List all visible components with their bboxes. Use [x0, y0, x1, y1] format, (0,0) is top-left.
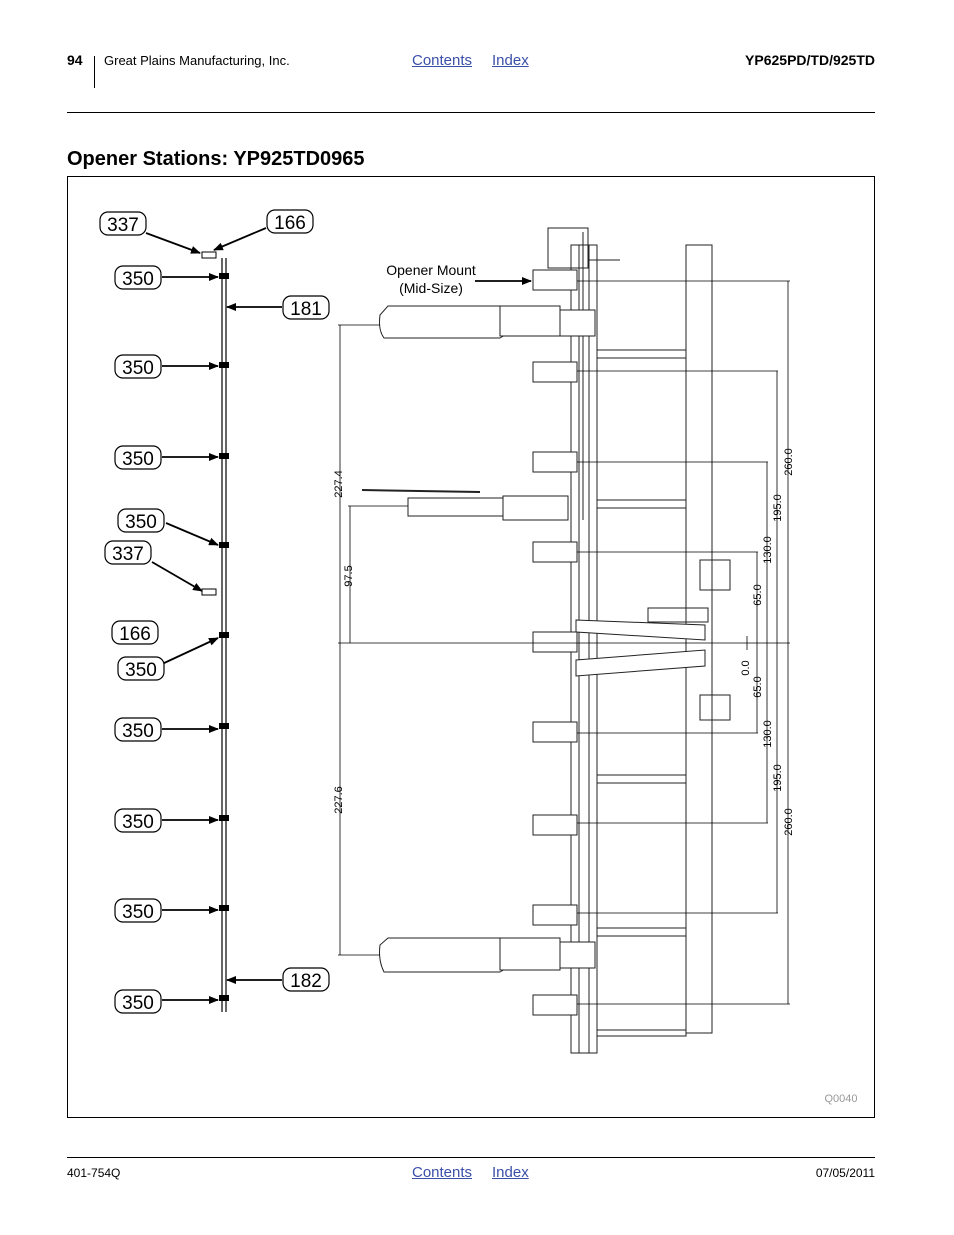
callout-350-5: 350: [117, 656, 165, 681]
page-title: Opener Stations: YP925TD0965: [67, 148, 365, 170]
opener-mount-blocks: [532, 269, 578, 1016]
doc-number: 401-754Q: [67, 1166, 121, 1180]
svg-text:195.0: 195.0: [772, 764, 784, 792]
callout-bubbles: 337 166 350 181 350 350 350 337 166 350 …: [99, 209, 330, 1014]
toolbar-frame: [547, 227, 731, 1054]
header-divider: [94, 56, 95, 88]
svg-text:337: 337: [107, 215, 139, 236]
svg-text:350: 350: [122, 269, 154, 290]
svg-text:350: 350: [122, 721, 154, 742]
svg-text:97.5: 97.5: [343, 565, 355, 586]
footer-rule: [67, 1157, 875, 1158]
header-index-link[interactable]: Index: [492, 52, 529, 69]
svg-text:(Mid-Size): (Mid-Size): [399, 280, 463, 296]
callout-350-1: 350: [114, 265, 162, 290]
callout-181: 181: [282, 295, 330, 320]
dimension-labels: 227.4 97.5 227.6 260.0 195.0 130.0 65.0 …: [333, 448, 795, 836]
figure-frame: [67, 176, 875, 1118]
callout-182: 182: [282, 967, 330, 992]
callout-arrows: [145, 227, 532, 1004]
svg-text:65.0: 65.0: [752, 676, 764, 697]
opener-mount-label: Opener Mount (Mid-Size): [386, 262, 476, 296]
row-unit-wheels: [361, 305, 706, 973]
svg-text:337: 337: [112, 544, 144, 565]
header-contents-link[interactable]: Contents: [412, 52, 473, 69]
callout-166-top: 166: [266, 209, 314, 234]
svg-text:130.0: 130.0: [762, 720, 774, 748]
dimension-lines: [338, 280, 790, 1005]
svg-text:181: 181: [290, 299, 322, 320]
rod-assembly: [201, 251, 229, 1012]
svg-text:350: 350: [125, 512, 157, 533]
footer-contents-link[interactable]: Contents: [412, 1164, 473, 1181]
svg-text:Opener Mount: Opener Mount: [386, 262, 476, 278]
svg-text:350: 350: [122, 902, 154, 923]
svg-text:65.0: 65.0: [752, 584, 764, 605]
svg-text:227.6: 227.6: [333, 786, 345, 814]
svg-text:227.4: 227.4: [333, 470, 345, 498]
callout-337-mid: 337: [104, 540, 152, 565]
callout-350-9: 350: [114, 989, 162, 1014]
callout-350-2: 350: [114, 354, 162, 379]
callout-350-3: 350: [114, 445, 162, 470]
svg-text:350: 350: [122, 812, 154, 833]
callout-166-mid: 166: [111, 620, 159, 645]
svg-text:0.0: 0.0: [740, 660, 752, 675]
footer-date: 07/05/2011: [815, 1166, 875, 1180]
header-rule: [67, 112, 875, 113]
svg-text:260.0: 260.0: [783, 808, 795, 836]
model-name: YP625PD/TD/925TD: [745, 52, 875, 68]
rod-clamps: [219, 273, 229, 1001]
svg-text:130.0: 130.0: [762, 536, 774, 564]
callout-350-6: 350: [114, 717, 162, 742]
callout-350-7: 350: [114, 808, 162, 833]
footer-index-link[interactable]: Index: [492, 1164, 529, 1181]
svg-text:350: 350: [122, 449, 154, 470]
svg-text:166: 166: [119, 624, 151, 645]
figure-code: Q0040: [824, 1093, 857, 1105]
svg-text:182: 182: [290, 971, 322, 992]
company-name: Great Plains Manufacturing, Inc.: [104, 53, 290, 68]
svg-text:195.0: 195.0: [772, 494, 784, 522]
callout-350-4: 350: [117, 508, 165, 533]
svg-text:350: 350: [125, 660, 157, 681]
svg-text:166: 166: [274, 213, 306, 234]
svg-text:350: 350: [122, 358, 154, 379]
callout-337-top: 337: [99, 211, 147, 236]
svg-text:350: 350: [122, 993, 154, 1014]
callout-350-8: 350: [114, 898, 162, 923]
page-number: 94: [67, 52, 83, 68]
svg-text:260.0: 260.0: [783, 448, 795, 476]
